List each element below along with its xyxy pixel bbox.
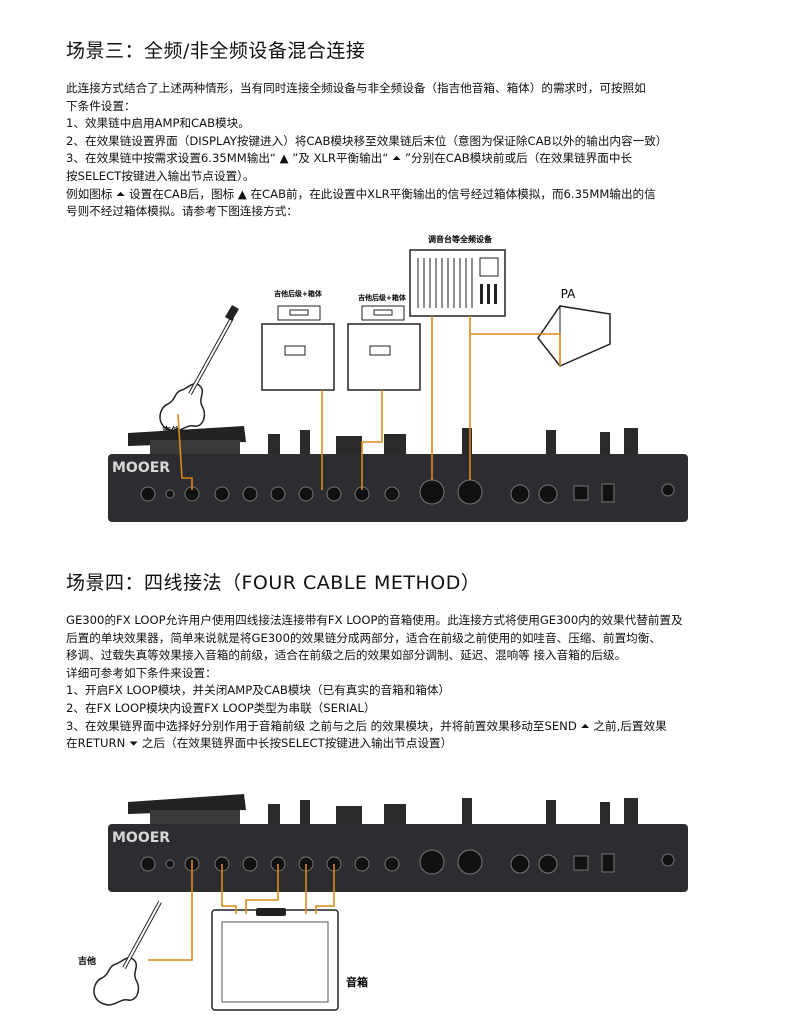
section4-line: 移调、过载失真等效果接入音箱的前级，适合在前级之后的效果如部分调制、延迟、混响等… bbox=[66, 648, 627, 663]
guitar-icon bbox=[93, 901, 162, 1006]
cabinet-icon bbox=[347, 305, 421, 391]
section3-line: 号则不经过箱体模拟。请参考下图连接方式： bbox=[66, 204, 298, 219]
mixer-icon bbox=[409, 249, 506, 317]
knob-row bbox=[268, 428, 638, 454]
section3-line: 1、效果链中启用AMP和CAB模块。 bbox=[66, 116, 250, 131]
section4-line: 2、在FX LOOP模块内设置FX LOOP类型为串联（SERIAL） bbox=[66, 700, 376, 715]
expression-pedal-icon bbox=[128, 426, 246, 454]
cab1-label: 吉他后级+箱体 bbox=[274, 289, 323, 298]
diagram-mixed-connection: 调音台等全频设备 吉他后级+箱体 吉他后级+箱体 PA 吉他 bbox=[108, 234, 688, 522]
knob-row bbox=[268, 798, 638, 824]
amp-icon bbox=[211, 908, 339, 1011]
section4-title: 场景四：四线接法（FOUR CABLE METHOD） bbox=[66, 572, 481, 594]
section3-line: 3、在效果链中按需求设置6.35MM输出“ ▲ ”及 XLR平衡输出“ ⏶ ”分… bbox=[66, 151, 633, 166]
pa-label: PA bbox=[561, 287, 576, 301]
ge300-device bbox=[108, 454, 688, 522]
pa-monitor-icon bbox=[537, 305, 611, 367]
cab2-label: 吉他后级+箱体 bbox=[358, 293, 407, 302]
cable-lines bbox=[177, 316, 561, 490]
section4-body: GE300的FX LOOP允许用户使用四线接法连接带有FX LOOP的音箱使用。… bbox=[66, 612, 746, 753]
amp-label: 音箱 bbox=[346, 975, 368, 989]
section4-line: 3、在效果链界面中选择好分别作用于音箱前级 之前与之后 的效果模块，并将前置效果… bbox=[66, 718, 667, 733]
section3-line: 2、在效果链设置界面（DISPLAY按键进入）将CAB模块移至效果链后末位（意图… bbox=[66, 133, 668, 148]
section4-line: 在RETURN ⏷ 之后（在效果链界面中长按SELECT按键进入输出节点设置） bbox=[66, 736, 453, 751]
section4-line: 详细可参考如下条件来设置： bbox=[66, 665, 217, 680]
mixer-label: 调音台等全频设备 bbox=[428, 234, 493, 244]
device-jacks bbox=[140, 849, 675, 875]
section3-line: 此连接方式结合了上述两种情形，当有同时连接全频设备与非全频设备（指吉他音箱、箱体… bbox=[66, 81, 646, 95]
guitar-icon bbox=[159, 304, 239, 432]
section4-line: GE300的FX LOOP允许用户使用四线接法连接带有FX LOOP的音箱使用。… bbox=[66, 613, 683, 627]
diagram-four-cable: MOOER 音箱 吉他 bbox=[78, 794, 688, 1011]
device-brand: MOOER bbox=[112, 830, 170, 846]
cabinet-icon bbox=[261, 305, 335, 391]
section3-line: 按SELECT按键进入输出节点设置）。 bbox=[66, 168, 255, 183]
device-brand: MOOER bbox=[112, 460, 170, 476]
device-jacks bbox=[140, 479, 675, 505]
section3-body: 此连接方式结合了上述两种情形，当有同时连接全频设备与非全频设备（指吉他音箱、箱体… bbox=[66, 80, 746, 221]
section3-line: 例如图标 ⏶ 设置在CAB后，图标 ▲ 在CAB前，在此设置中XLR平衡输出的信… bbox=[66, 186, 656, 201]
section3-title: 场景三：全频/非全频设备混合连接 bbox=[66, 40, 366, 62]
expression-pedal-icon bbox=[128, 794, 246, 824]
section3-line: 下条件设置： bbox=[66, 98, 136, 113]
section4-line: 后置的单块效果器，简单来说就是将GE300的效果链分成两部分，适合在前级之前使用… bbox=[66, 630, 661, 645]
ge300-device bbox=[108, 824, 688, 892]
cable-lines bbox=[148, 860, 335, 961]
section4-line: 1、开启FX LOOP模块，并关闭AMP及CAB模块（已有真实的音箱和箱体） bbox=[66, 683, 451, 698]
guitar-label: 吉他 bbox=[78, 955, 96, 967]
